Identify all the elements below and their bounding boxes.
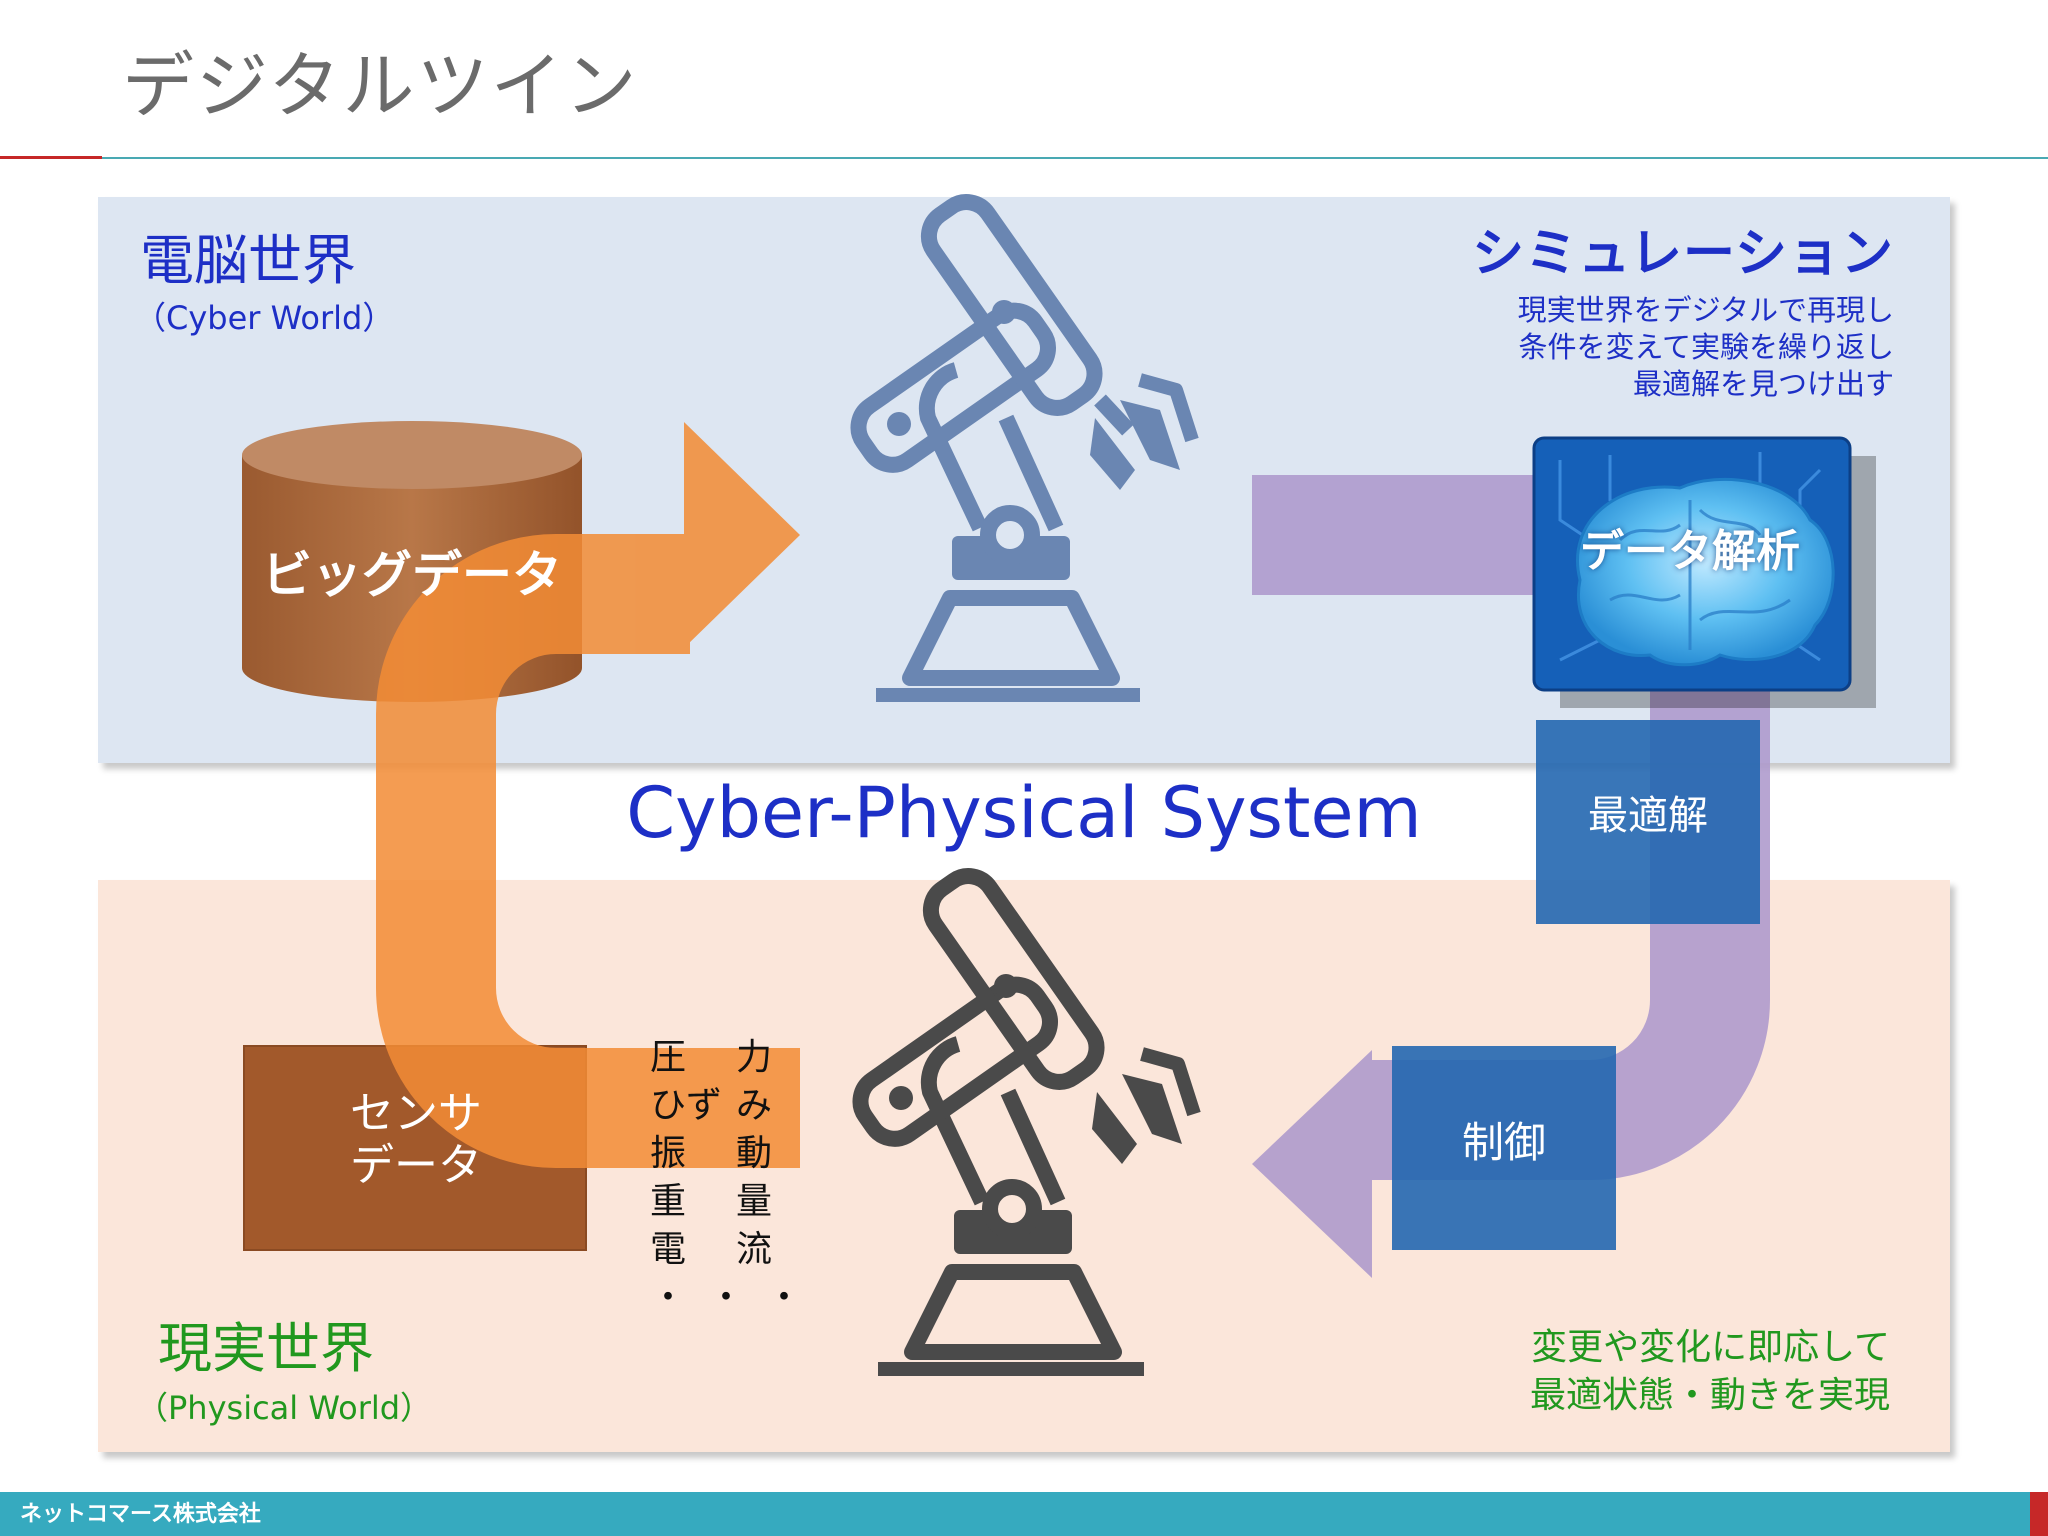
sensor-item-char: み xyxy=(735,1085,772,1126)
sensor-item-char: 圧 xyxy=(650,1037,687,1078)
control-label: 制御 xyxy=(1461,1118,1546,1167)
physical-world-subtitle: （Physical World） xyxy=(136,1389,433,1427)
robot-arm-icon xyxy=(850,194,1199,702)
slide-title: デジタルツイン xyxy=(122,44,639,128)
sensor-item-char: 動 xyxy=(735,1133,772,1174)
realization-line: 変更や変化に即応して xyxy=(1531,1327,1890,1368)
simulation-line: 最適解を見つけ出す xyxy=(1632,367,1894,401)
cps-label: Cyber-Physical System xyxy=(626,772,1422,854)
simulation-title: シミュレーション xyxy=(1472,224,1894,284)
footer-bar xyxy=(0,1492,2048,1536)
sensor-item-char: ひず xyxy=(650,1085,723,1126)
optimal-solution-label: 最適解 xyxy=(1588,793,1708,839)
sensor-item-char: ・・・ xyxy=(650,1277,825,1318)
cyber-world-title: 電脳世界 xyxy=(140,229,356,292)
sensor-item-char: 振 xyxy=(650,1133,687,1174)
simulation-line: 現実世界をデジタルで再現し xyxy=(1517,293,1894,327)
footer-accent xyxy=(2030,1492,2048,1536)
big-data-label: ビッグデータ xyxy=(262,546,562,604)
optimal-solution-box xyxy=(1536,720,1760,924)
sensor-data-label: センサ データ xyxy=(350,1088,482,1191)
sensor-item-char: 量 xyxy=(735,1181,772,1222)
sensor-item-char: 重 xyxy=(650,1181,687,1222)
footer-company: ネットコマース株式会社 xyxy=(20,1502,261,1527)
simulation-line: 条件を変えて実験を繰り返し xyxy=(1518,330,1894,364)
sensor-item-char: 流 xyxy=(735,1229,772,1270)
brain-chip-icon xyxy=(1532,436,1876,708)
cyber-world-subtitle: （Cyber World） xyxy=(134,299,395,337)
control-box xyxy=(1392,1046,1616,1250)
title-rule-accent xyxy=(0,156,102,159)
sensor-item-char: 力 xyxy=(735,1037,772,1078)
realization-line: 最適状態・動きを実現 xyxy=(1529,1375,1890,1416)
orange-flow-arrow xyxy=(376,422,800,1168)
data-analysis-label: データ解析 xyxy=(1580,526,1800,577)
robot-arm-icon xyxy=(852,868,1201,1376)
sensor-item-char: 電 xyxy=(650,1229,687,1270)
title-rule xyxy=(102,157,2048,159)
physical-world-title: 現実世界 xyxy=(158,1317,374,1380)
